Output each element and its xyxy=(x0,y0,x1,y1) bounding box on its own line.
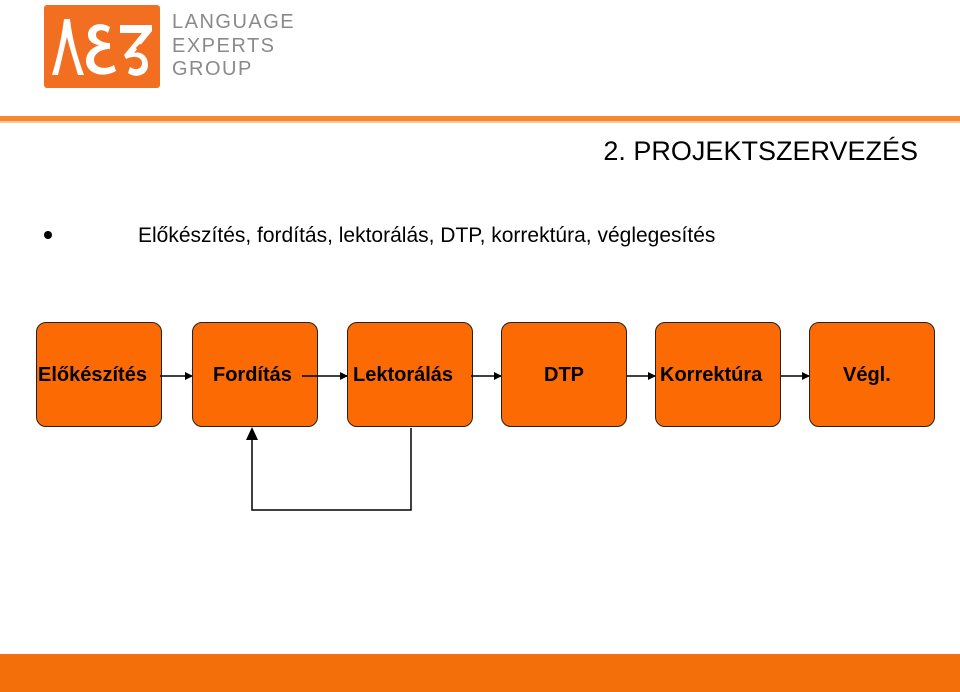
feedback-loop-arrowhead xyxy=(246,427,258,440)
logo-line-experts: EXPERTS xyxy=(172,34,276,57)
step-label-dtp: DTP xyxy=(544,364,584,386)
bullet-icon xyxy=(44,231,52,239)
footer-bar xyxy=(0,654,960,692)
step-box-lektoralas xyxy=(347,322,473,427)
logo-wordmark: LANGUAGE EXPERTS GROUP xyxy=(172,11,295,82)
bullet-text: Előkészítés, fordítás, lektorálás, DTP, … xyxy=(138,224,716,247)
feedback-loop-line xyxy=(251,428,412,511)
step-box-elokeszites xyxy=(36,322,162,427)
step-label-elokeszites: Előkészítés xyxy=(38,364,147,386)
logo-line-group: GROUP xyxy=(172,58,253,80)
lea-logo-icon xyxy=(52,19,152,76)
step-label-vegl: Végl. xyxy=(843,364,891,386)
step-label-lektoralas: Lektorálás xyxy=(353,364,454,386)
logo-line-language: LANGUAGE xyxy=(172,11,296,33)
step-box-korrektura xyxy=(655,322,781,427)
step-box-vegl xyxy=(809,322,935,427)
company-logo xyxy=(44,5,160,88)
step-label-korrektura: Korrektúra xyxy=(660,364,763,386)
header-divider xyxy=(0,116,960,121)
step-box-dtp xyxy=(501,322,627,427)
step-label-forditas: Fordítás xyxy=(213,364,292,386)
slide-title: 2. PROJEKTSZERVEZÉS xyxy=(603,136,918,166)
step-box-forditas xyxy=(192,322,318,427)
header-divider-shadow xyxy=(0,121,960,123)
